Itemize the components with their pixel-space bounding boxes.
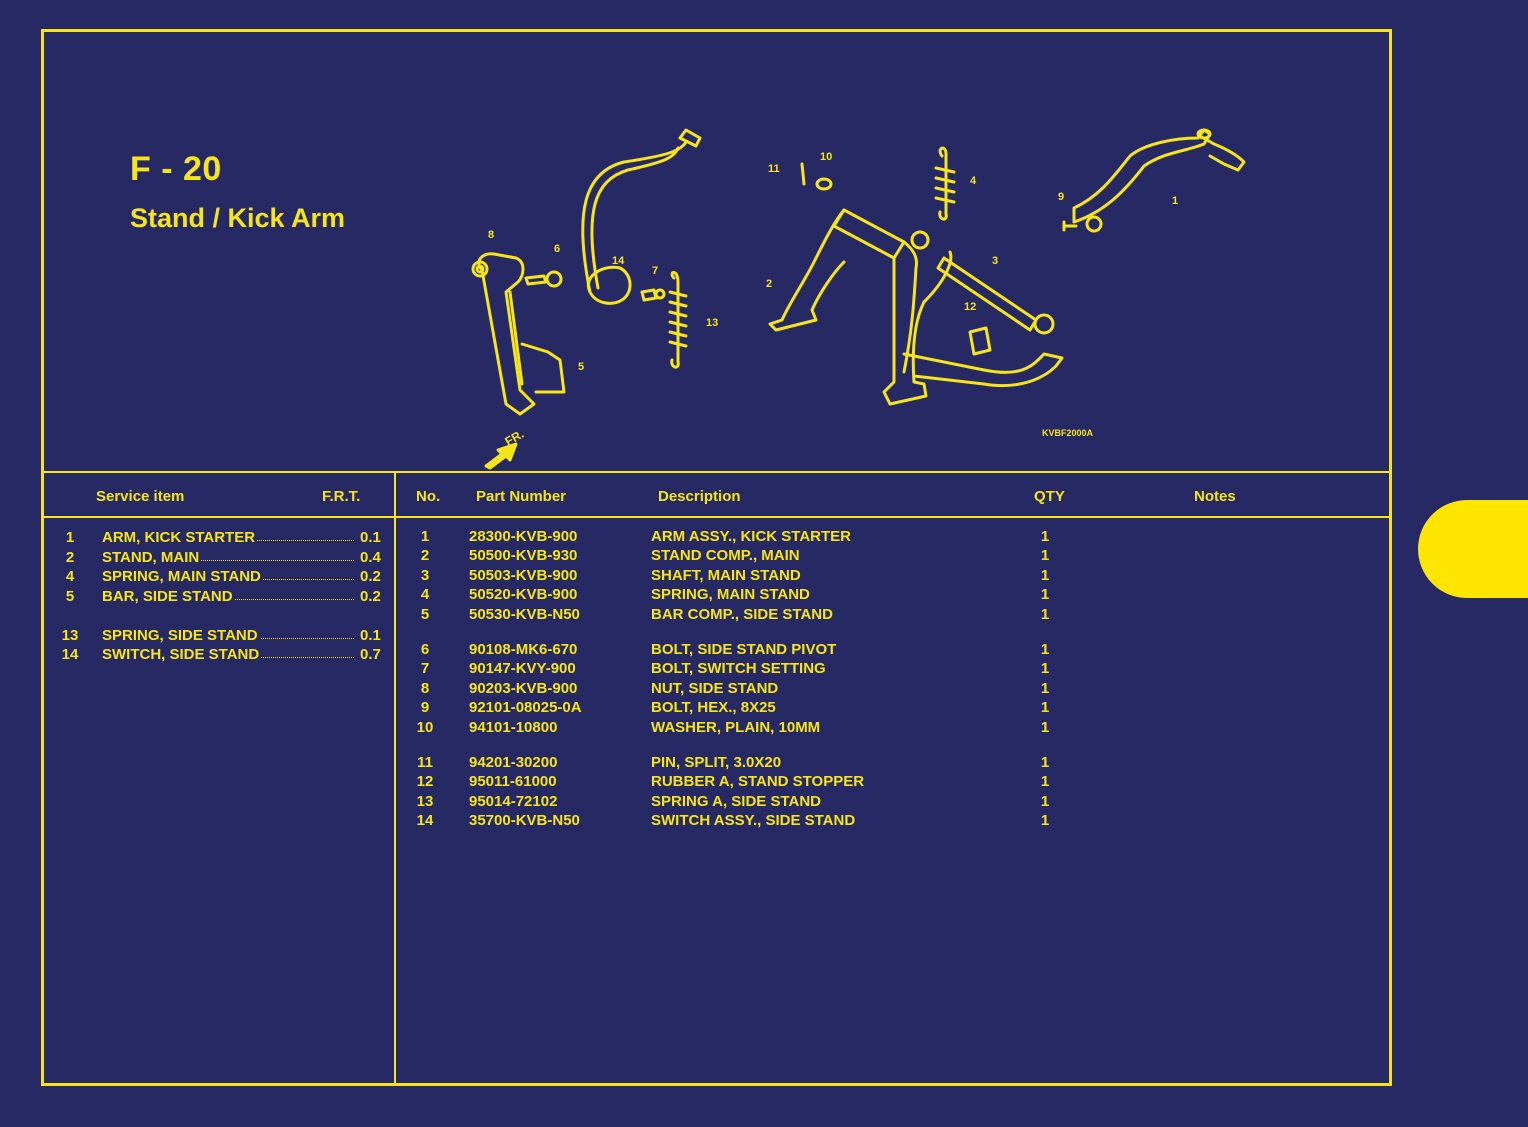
table-row: 4 SPRING, MAIN STAND 0.2 <box>65 568 381 585</box>
callout-5: 5 <box>578 361 584 373</box>
table-divider <box>394 471 396 1083</box>
callout-8: 8 <box>488 229 494 241</box>
side-stand-spring-drawing <box>670 271 680 369</box>
table-row: 9 92101-08025-0A BOLT, HEX., 8X25 1 <box>420 699 1050 716</box>
diagram-code: KVBF2000A <box>1042 428 1094 438</box>
page-title: Stand / Kick Arm <box>130 203 346 233</box>
table-row: 12 95011-61000 RUBBER A, STAND STOPPER 1 <box>416 773 1050 790</box>
callout-1: 1 <box>1172 195 1178 207</box>
table-row: 6 90108-MK6-670 BOLT, SIDE STAND PIVOT 1 <box>420 641 1050 658</box>
table-row: 11 94201-30200 PIN, SPLIT, 3.0X20 1 <box>417 754 1050 771</box>
header-divider <box>44 471 1389 473</box>
callout-13: 13 <box>706 317 718 329</box>
column-header-divider <box>44 516 1389 518</box>
table-row: 8 90203-KVB-900 NUT, SIDE STAND 1 <box>420 680 1050 697</box>
table-row: 4 50520-KVB-900 SPRING, MAIN STAND 1 <box>420 586 1050 603</box>
table-row: 14 35700-KVB-N50 SWITCH ASSY., SIDE STAN… <box>416 812 1050 829</box>
table-row: 1 28300-KVB-900 ARM ASSY., KICK STARTER … <box>420 528 1050 545</box>
notes-header: Notes <box>1194 488 1236 505</box>
callout-6: 6 <box>554 243 560 255</box>
callout-7: 7 <box>652 265 658 277</box>
table-row: 5 50530-KVB-N50 BAR COMP., SIDE STAND 1 <box>420 606 1050 623</box>
table-row: 3 50503-KVB-900 SHAFT, MAIN STAND 1 <box>420 567 1050 584</box>
table-row: 2 STAND, MAIN 0.4 <box>65 549 381 566</box>
page-code: F - 20 <box>130 150 222 188</box>
section-tab[interactable] <box>1418 500 1528 598</box>
table-row: 14 SWITCH, SIDE STAND 0.7 <box>61 646 381 663</box>
main-stand-drawing <box>832 208 906 260</box>
callout-3: 3 <box>992 255 998 267</box>
main-stand-shaft-drawing <box>936 256 1038 332</box>
table-row: 13 SPRING, SIDE STAND 0.1 <box>61 627 381 644</box>
table-row: 10 94101-10800 WASHER, PLAIN, 10MM 1 <box>416 719 1050 736</box>
front-label: FR. <box>503 427 527 449</box>
table-row: 7 90147-KVY-900 BOLT, SWITCH SETTING 1 <box>420 660 1050 677</box>
callout-14: 14 <box>612 255 625 267</box>
callout-9: 9 <box>1058 191 1064 203</box>
exploded-parts-diagram: 1 2 3 4 5 6 7 8 9 10 11 12 13 14 FR. <box>471 128 1246 470</box>
table-row: 13 95014-72102 SPRING A, SIDE STAND 1 <box>416 793 1050 810</box>
callout-2: 2 <box>766 278 772 290</box>
callout-12: 12 <box>964 301 976 313</box>
description-header: Description <box>658 488 741 505</box>
callout-10: 10 <box>820 151 832 163</box>
catalog-frame: F - 20 Stand / Kick Arm <box>41 29 1392 1086</box>
callout-11: 11 <box>768 163 780 175</box>
main-stand-spring-drawing <box>938 146 948 221</box>
frt-header: F.R.T. <box>322 488 361 505</box>
part-no-header: No. <box>416 488 441 505</box>
table-row: 2 50500-KVB-930 STAND COMP., MAIN 1 <box>420 547 1050 564</box>
kick-starter-arm-drawing <box>1072 128 1212 224</box>
table-row: 1 ARM, KICK STARTER 0.1 <box>65 529 381 546</box>
side-stand-bar-drawing <box>477 252 536 416</box>
qty-header: QTY <box>1034 488 1065 505</box>
part-number-header: Part Number <box>476 488 567 505</box>
callout-4: 4 <box>970 175 977 187</box>
table-row: 5 BAR, SIDE STAND 0.2 <box>65 588 381 605</box>
service-item-header: Service item <box>96 488 185 505</box>
front-direction-arrow <box>484 442 518 470</box>
